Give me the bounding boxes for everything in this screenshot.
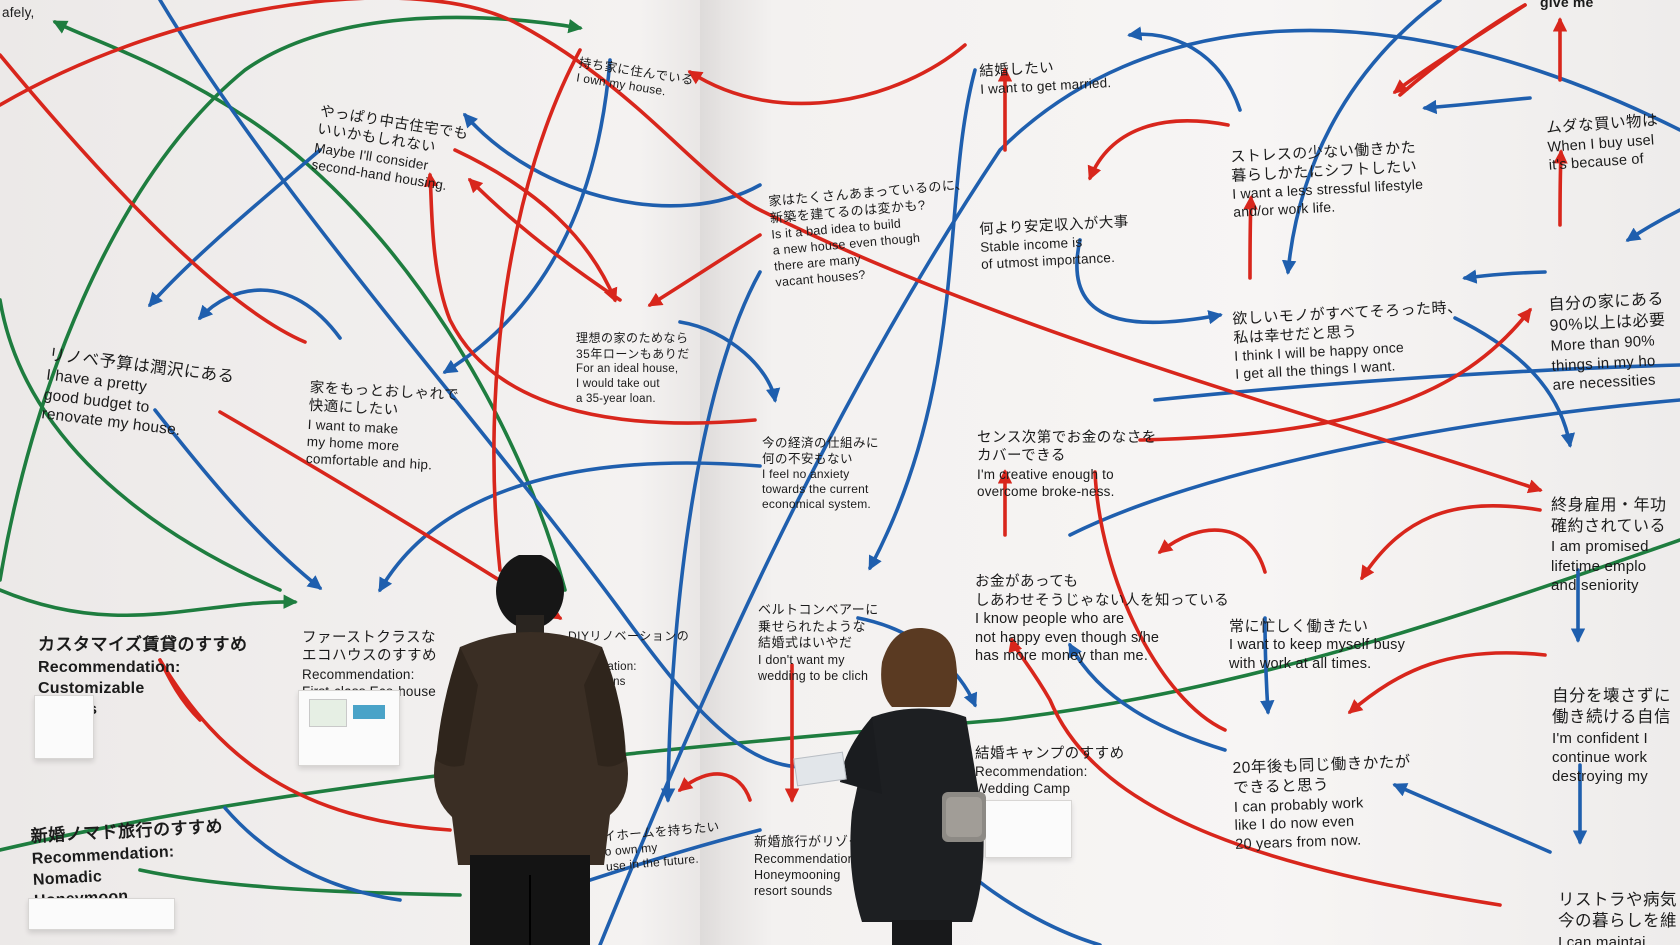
red-arrow bbox=[453, 148, 618, 303]
blue-arrow bbox=[198, 288, 342, 340]
blue-arrow bbox=[558, 828, 762, 892]
red-arrow bbox=[687, 43, 967, 106]
label-give-me: give me bbox=[1540, 0, 1594, 10]
red-arrow bbox=[1093, 470, 1227, 732]
green-arrow bbox=[138, 868, 462, 897]
blue-arrow bbox=[1068, 642, 1227, 752]
blue-arrow bbox=[1422, 96, 1532, 115]
blue-arrow bbox=[1392, 783, 1552, 854]
green-arrow bbox=[0, 588, 298, 618]
label-safely: afely, bbox=[2, 5, 35, 20]
red-arrow bbox=[647, 233, 762, 307]
blue-arrow bbox=[223, 806, 402, 902]
blue-arrow bbox=[1281, 0, 1442, 275]
brochure-shelf bbox=[34, 695, 94, 759]
red-arrow bbox=[1553, 149, 1568, 227]
blue-arrow bbox=[1075, 238, 1223, 325]
blue-arrow bbox=[158, 0, 843, 771]
red-arrow bbox=[677, 772, 752, 802]
blue-arrow bbox=[1625, 208, 1680, 242]
blue-arrow bbox=[1462, 269, 1547, 284]
blue-arrow bbox=[378, 461, 762, 593]
wall-corner-shadow bbox=[700, 0, 722, 945]
red-arrow bbox=[1360, 503, 1542, 581]
brochure bbox=[353, 705, 385, 719]
blue-arrow bbox=[1068, 398, 1680, 537]
blue-arrow bbox=[1260, 616, 1275, 715]
blue-arrow bbox=[153, 408, 323, 590]
blue-arrow bbox=[598, 28, 1680, 945]
red-arrow bbox=[158, 658, 202, 722]
visitor-man bbox=[434, 555, 628, 945]
red-arrow bbox=[0, 0, 1543, 494]
red-arrow bbox=[158, 658, 452, 832]
red-arrow bbox=[0, 53, 307, 344]
blue-arrow bbox=[678, 320, 781, 403]
red-arrow bbox=[1157, 528, 1267, 574]
red-arrow bbox=[1087, 119, 1230, 181]
red-arrow bbox=[492, 48, 582, 572]
red-arrow bbox=[1243, 195, 1258, 280]
brochure-shelf bbox=[298, 690, 400, 766]
label-new-houses: 家はたくさんあまっているのに、 新築を建てるのは変かも?Is it a bad … bbox=[767, 176, 970, 290]
red-arrow bbox=[1347, 651, 1547, 714]
brochure-shelf bbox=[28, 898, 175, 930]
blue-arrow bbox=[1153, 363, 1680, 402]
visitor-woman bbox=[840, 627, 986, 945]
red-arrow bbox=[1392, 3, 1527, 94]
blue-arrow bbox=[1453, 316, 1576, 448]
blue-arrow bbox=[660, 270, 762, 803]
brochure bbox=[309, 699, 347, 727]
blue-arrow bbox=[1127, 26, 1242, 112]
red-arrow bbox=[467, 177, 622, 302]
blue-arrow bbox=[442, 58, 612, 374]
blue-arrow bbox=[463, 112, 762, 208]
blue-arrow bbox=[868, 68, 977, 571]
green-arrow bbox=[0, 298, 282, 592]
red-arrow bbox=[423, 172, 757, 425]
blue-arrow bbox=[148, 148, 322, 308]
red-arrow bbox=[1138, 307, 1532, 442]
red-arrow bbox=[1008, 637, 1502, 907]
